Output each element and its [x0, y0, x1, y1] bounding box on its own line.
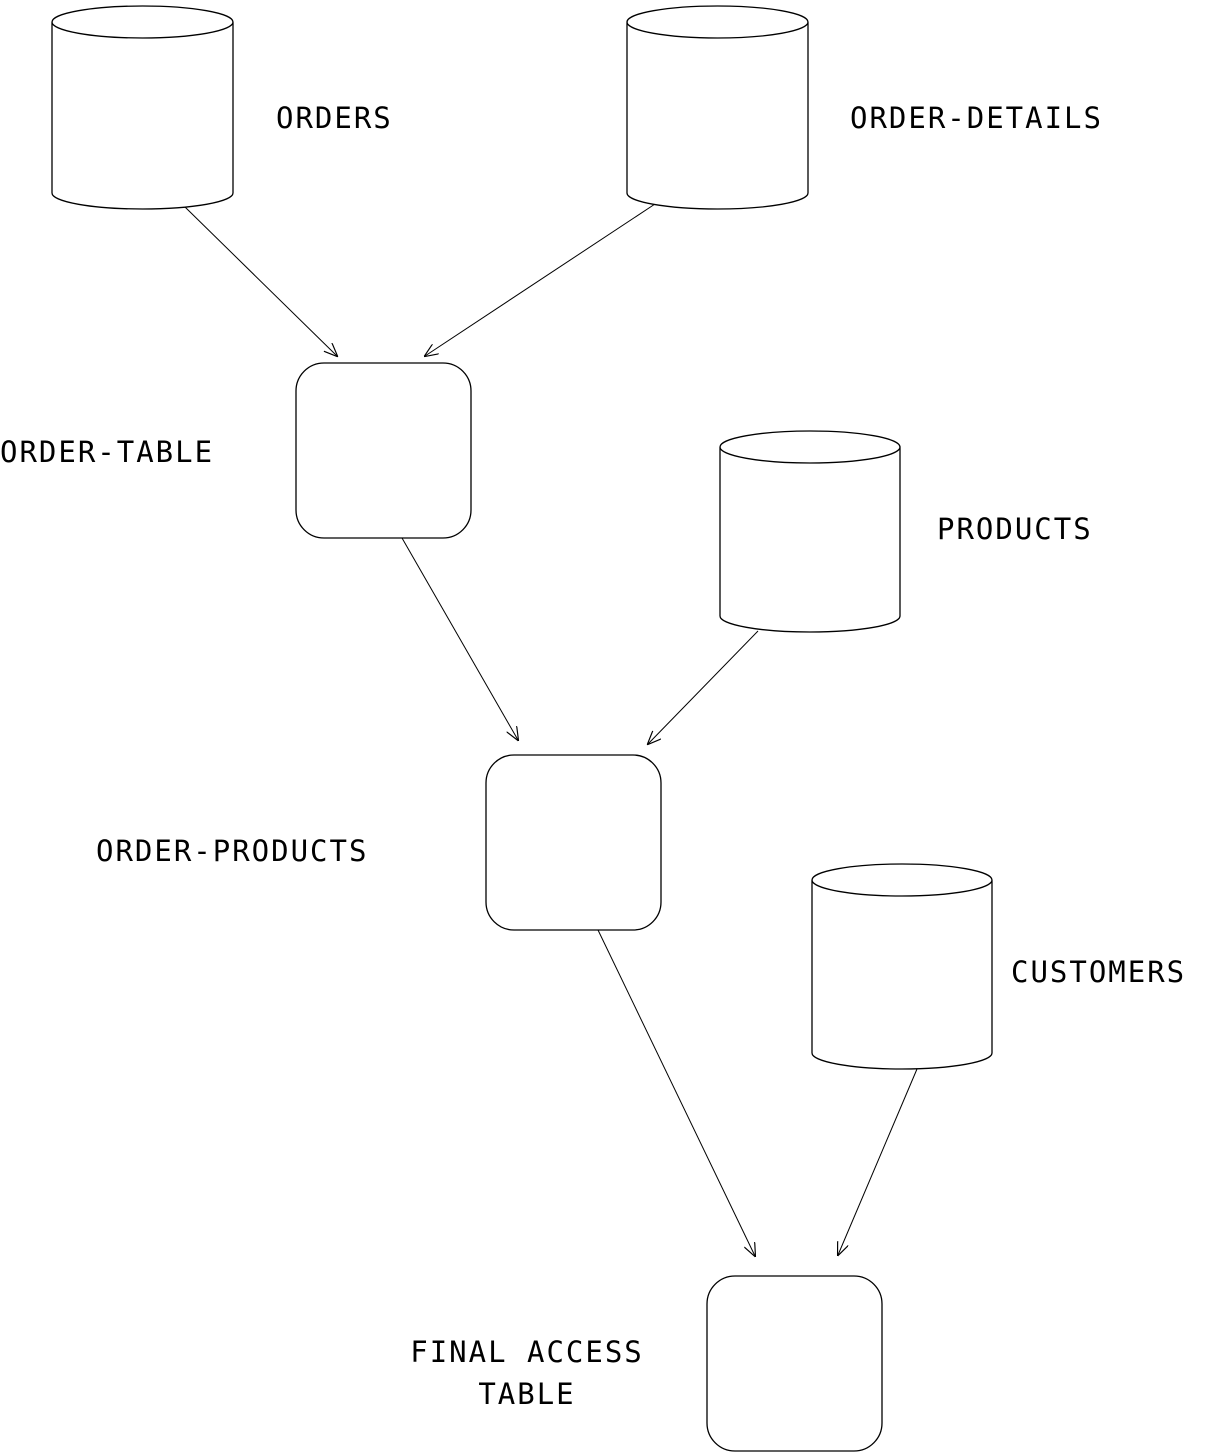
edge-order-table-to-order-products [401, 537, 518, 740]
order-details-label: ORDER-DETAILS [850, 101, 1103, 135]
final-access-table-label-line-1: FINAL ACCESS [410, 1335, 644, 1369]
order-products-label: ORDER-PRODUCTS [96, 834, 369, 868]
final-access-table-box-shape [706, 1275, 883, 1452]
order-products-box-shape [485, 754, 662, 931]
final-access-table-label-line-2: TABLE [478, 1377, 576, 1412]
edge-order-products-to-final-access-table [597, 929, 755, 1256]
products-database-shape [719, 430, 901, 633]
orders-database-shape [51, 5, 234, 210]
order-details-database-shape [626, 5, 809, 210]
products-label: PRODUCTS [937, 512, 1093, 546]
edges-layer [184, 203, 918, 1256]
customers-database-shape [811, 863, 993, 1070]
final-access-table-label: FINAL ACCESS TABLE [398, 1331, 656, 1415]
customers-label: CUSTOMERS [1011, 955, 1187, 989]
edge-order-details-to-order-table [425, 203, 656, 356]
edge-orders-to-order-table [184, 206, 337, 356]
order-table-label: ORDER-TABLE [0, 435, 215, 469]
orders-label: ORDERS [276, 101, 393, 135]
nodes-layer [51, 5, 993, 1452]
order-table-box-shape [295, 362, 472, 539]
edge-products-to-order-products [648, 630, 759, 744]
edge-customers-to-final-access-table [838, 1068, 918, 1255]
